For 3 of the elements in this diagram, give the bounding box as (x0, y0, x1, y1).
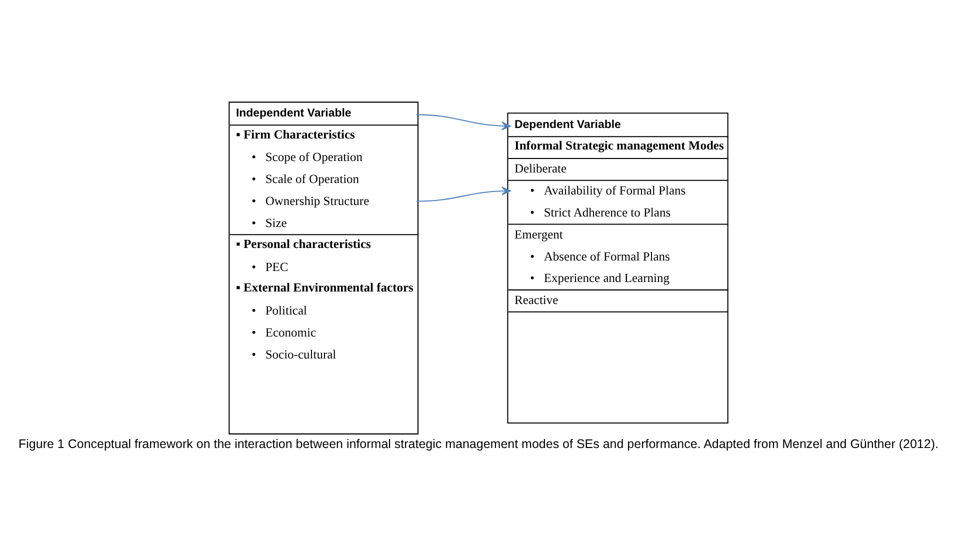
arrow (416, 114, 511, 130)
arrow (416, 186, 511, 202)
caption: Figure 1 Conceptual framework on the interaction between informal strategic management modes of SEs and performance. Adapted from Menzel and Günther (2012). (18, 436, 938, 451)
